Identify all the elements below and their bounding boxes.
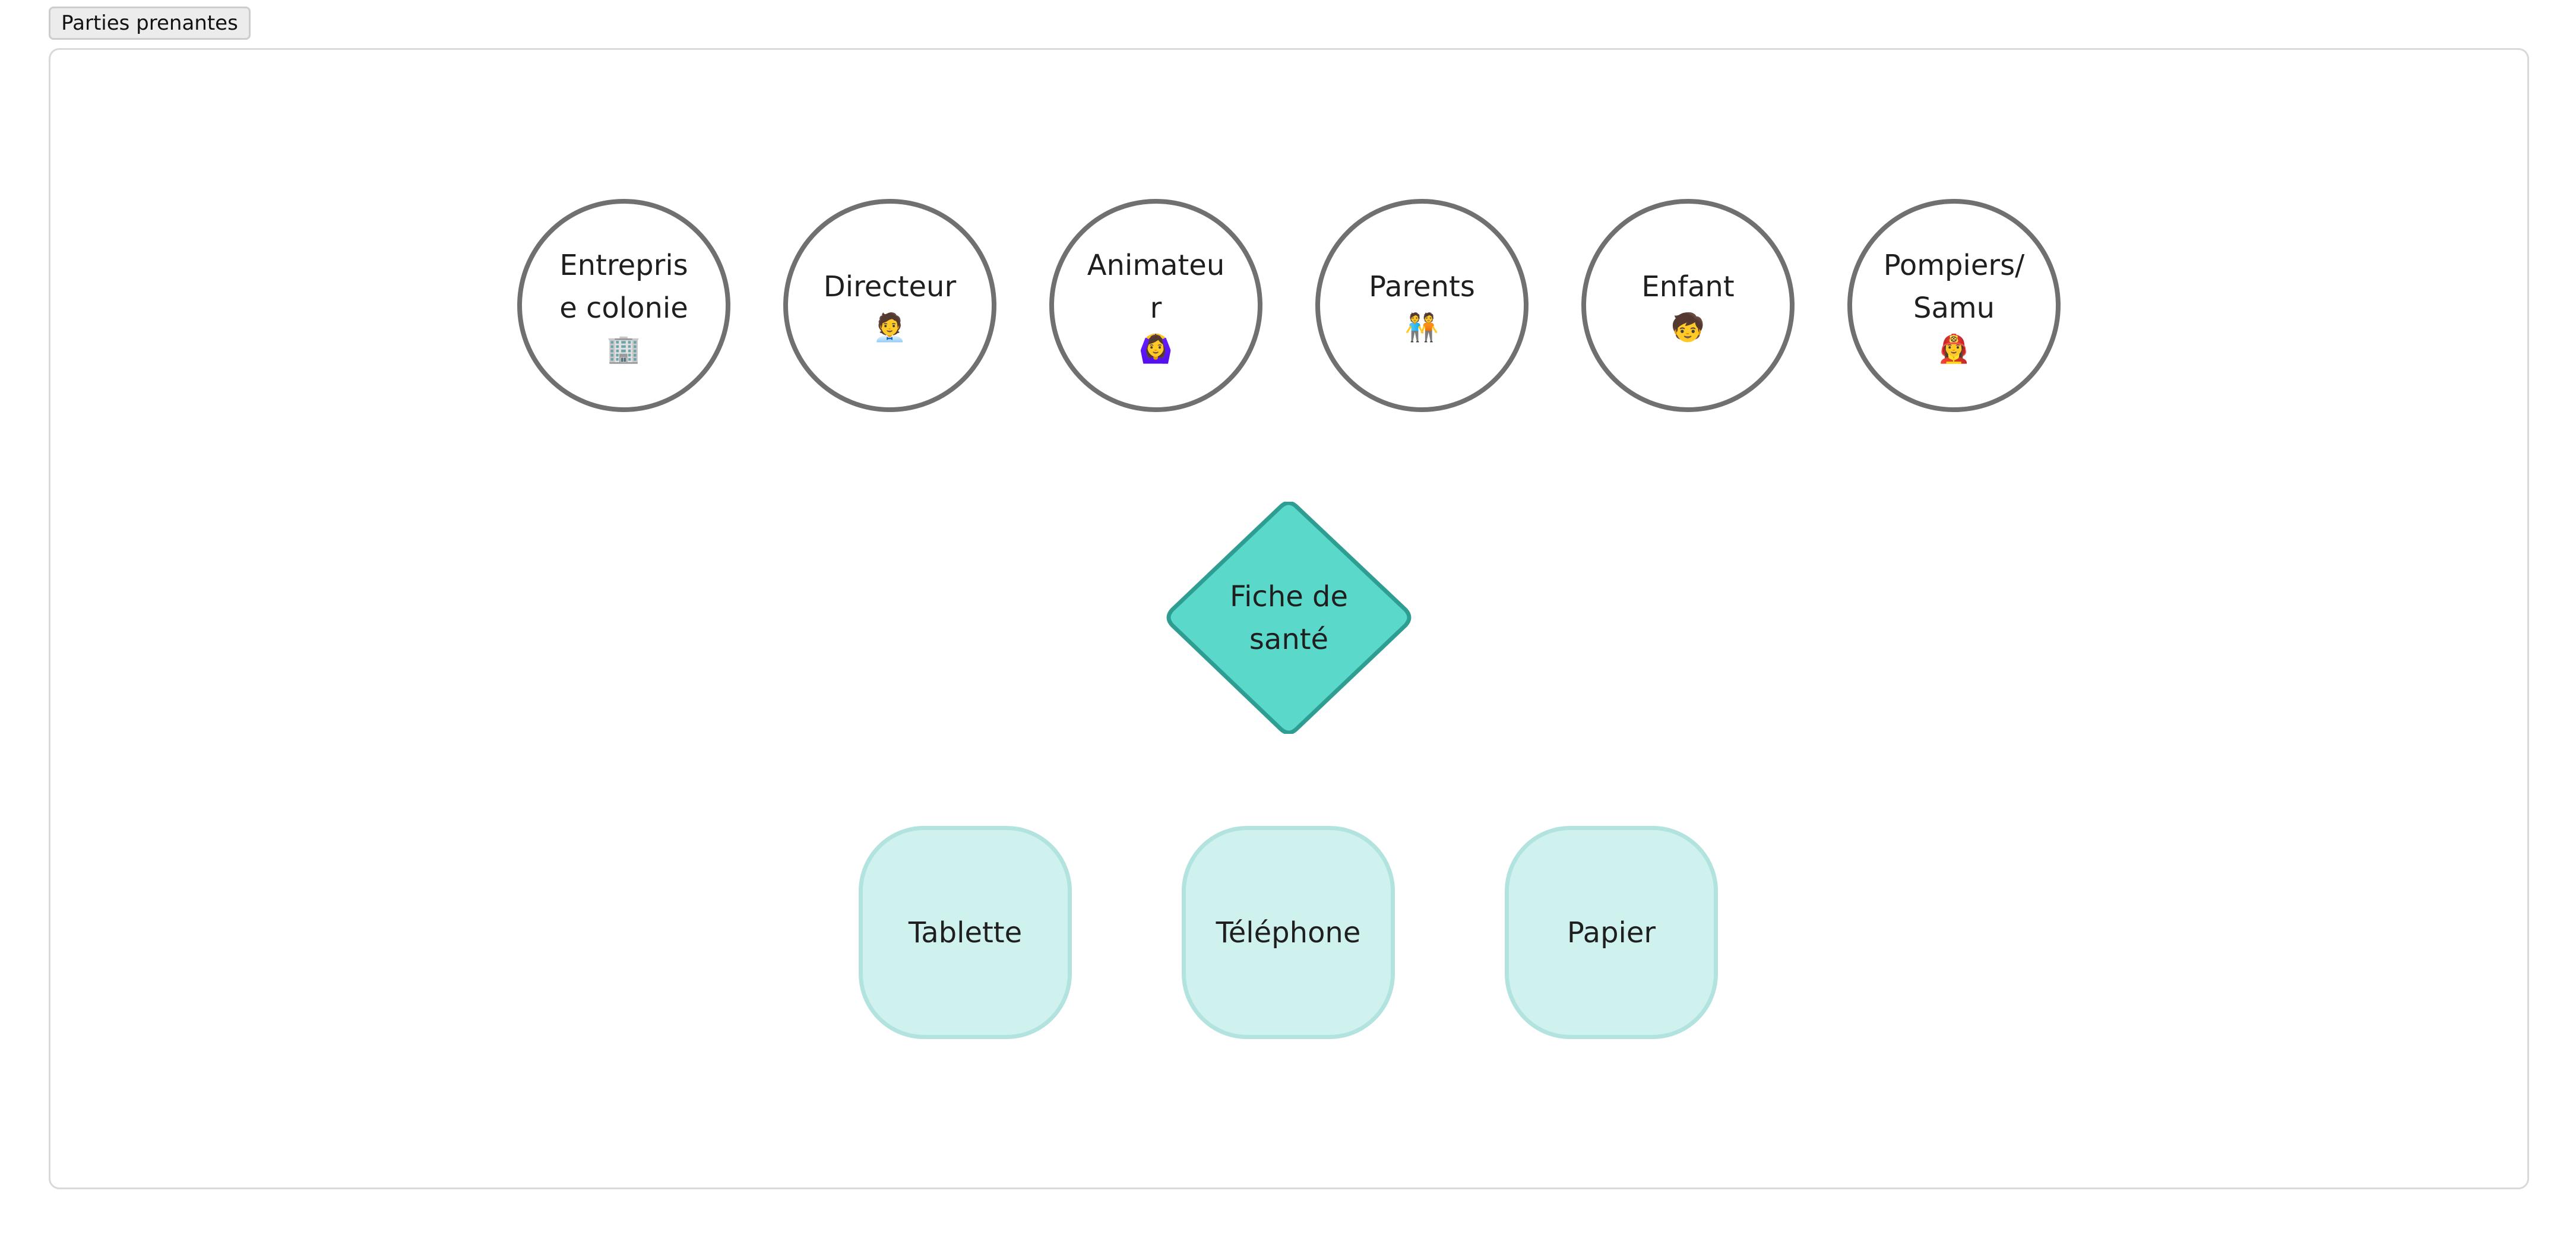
stakeholder-pompiers-samu[interactable]: Pompiers/ Samu 👩‍🚒 xyxy=(1847,199,2061,412)
parties-prenantes-tab[interactable]: Parties prenantes xyxy=(49,7,251,40)
office-worker-icon: 🧑‍💼 xyxy=(872,311,907,343)
diamond-shape xyxy=(1166,502,1412,734)
support-papier[interactable]: Papier xyxy=(1505,826,1718,1039)
stakeholder-label: Animateur xyxy=(1087,248,1225,325)
stakeholder-animateur[interactable]: Animateur 🙆‍♀️ xyxy=(1049,199,1262,412)
person-gesturing-ok-icon: 🙆‍♀️ xyxy=(1138,332,1173,365)
stakeholder-entreprise-colonie[interactable]: Entreprise colonie 🏢 xyxy=(517,199,730,412)
stakeholder-label: Pompiers/ Samu xyxy=(1883,248,2025,325)
stakeholder-label: Entreprise colonie xyxy=(559,248,688,325)
stakeholder-label: Directeur xyxy=(823,270,957,303)
building-icon: 🏢 xyxy=(606,332,641,365)
support-tablette[interactable]: Tablette xyxy=(859,826,1072,1039)
support-telephone[interactable]: Téléphone xyxy=(1182,826,1395,1039)
fiche-de-sante-label: Fiche de santé xyxy=(1229,580,1349,656)
stakeholder-label: Enfant xyxy=(1641,270,1735,303)
stakeholder-enfant[interactable]: Enfant 🧒 xyxy=(1581,199,1795,412)
firefighter-icon: 👩‍🚒 xyxy=(1936,332,1971,365)
child-icon: 🧒 xyxy=(1670,311,1705,343)
stakeholder-label: Parents xyxy=(1369,270,1475,303)
fiche-de-sante-node[interactable]: Fiche de santé xyxy=(1164,502,1414,734)
stakeholder-directeur[interactable]: Directeur 🧑‍💼 xyxy=(783,199,996,412)
people-holding-hands-icon: 🧑‍🤝‍🧑 xyxy=(1404,311,1439,343)
stakeholder-parents[interactable]: Parents 🧑‍🤝‍🧑 xyxy=(1315,199,1528,412)
